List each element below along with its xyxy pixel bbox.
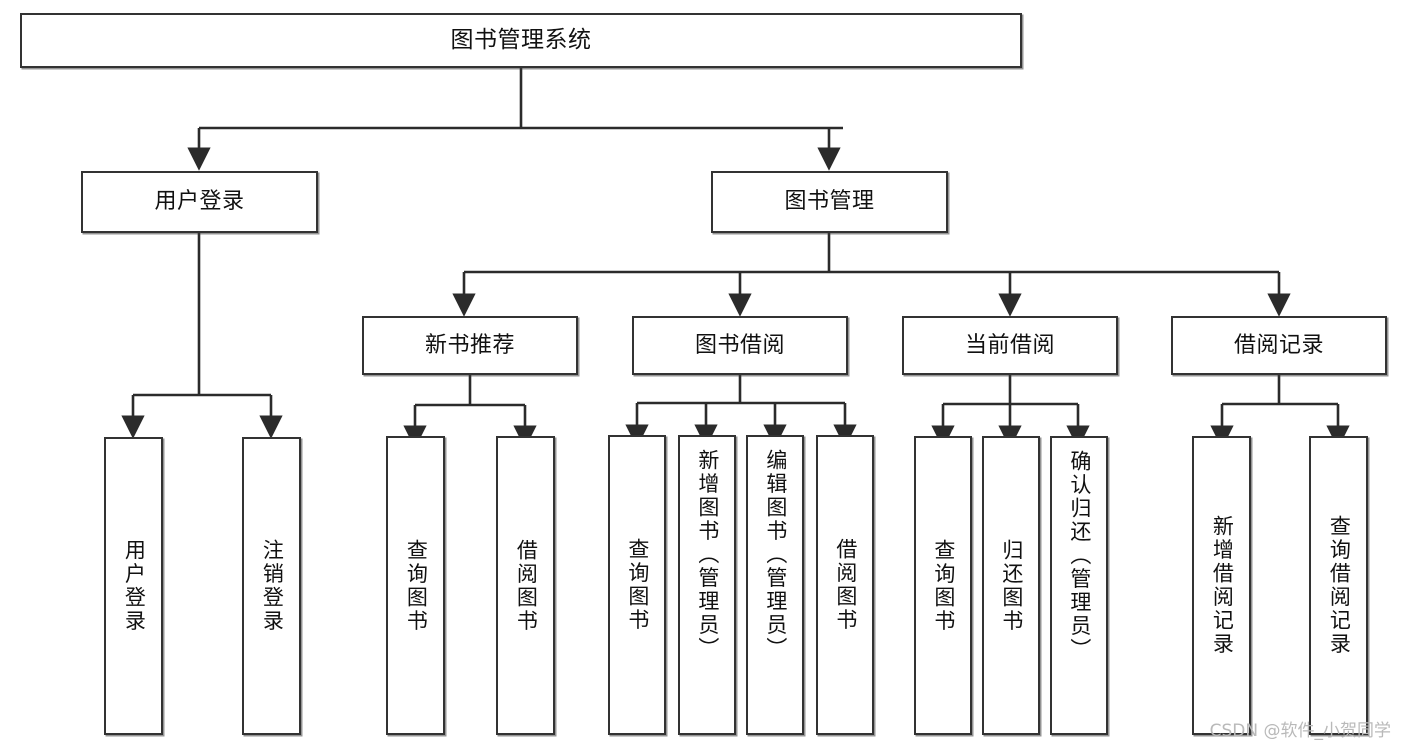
node-current-borrow[interactable]: 当前借阅 xyxy=(902,316,1118,375)
node-leaf-add-book-admin-label: 新增图书（管理员） xyxy=(695,449,720,661)
node-borrow-record-label: 借阅记录 xyxy=(1233,332,1324,358)
node-leaf-borrow-book-2[interactable]: 借阅图书 xyxy=(816,435,874,735)
node-leaf-query-book-2-label: 查询图书 xyxy=(625,538,650,632)
node-leaf-borrow-book-2-label: 借阅图书 xyxy=(833,538,858,632)
node-leaf-borrow-book-1-label: 借阅图书 xyxy=(514,538,539,633)
node-leaf-query-book-1[interactable]: 查询图书 xyxy=(386,436,445,735)
node-new-book-recommend[interactable]: 新书推荐 xyxy=(362,316,578,375)
node-leaf-add-borrow-record[interactable]: 新增借阅记录 xyxy=(1192,436,1251,735)
node-leaf-logout-login-label: 注销登录 xyxy=(260,539,285,633)
node-leaf-confirm-return-admin-label: 确认归还（管理员） xyxy=(1067,450,1092,662)
node-current-borrow-label: 当前借阅 xyxy=(964,332,1055,358)
node-leaf-query-borrow-record[interactable]: 查询借阅记录 xyxy=(1309,436,1368,735)
node-leaf-user-login[interactable]: 用户登录 xyxy=(104,437,163,735)
node-borrow-record[interactable]: 借阅记录 xyxy=(1171,316,1387,375)
node-leaf-edit-book-admin[interactable]: 编辑图书（管理员） xyxy=(746,435,804,735)
node-new-book-recommend-label: 新书推荐 xyxy=(424,332,515,358)
node-root-label: 图书管理系统 xyxy=(450,26,592,53)
node-leaf-borrow-book-1[interactable]: 借阅图书 xyxy=(496,436,555,735)
node-leaf-edit-book-admin-label: 编辑图书（管理员） xyxy=(763,449,788,661)
node-leaf-user-login-label: 用户登录 xyxy=(122,539,147,633)
node-leaf-confirm-return-admin[interactable]: 确认归还（管理员） xyxy=(1050,436,1108,735)
node-book-borrow[interactable]: 图书借阅 xyxy=(632,316,848,375)
node-leaf-query-book-3[interactable]: 查询图书 xyxy=(914,436,972,735)
node-user-login-label: 用户登录 xyxy=(154,189,245,215)
node-leaf-add-book-admin[interactable]: 新增图书（管理员） xyxy=(678,435,736,735)
node-leaf-add-borrow-record-label: 新增借阅记录 xyxy=(1210,515,1235,656)
node-root[interactable]: 图书管理系统 xyxy=(20,13,1022,68)
node-book-management[interactable]: 图书管理 xyxy=(711,171,948,233)
node-leaf-query-book-1-label: 查询图书 xyxy=(404,538,429,633)
node-leaf-return-book[interactable]: 归还图书 xyxy=(982,436,1040,735)
node-leaf-query-borrow-record-label: 查询借阅记录 xyxy=(1327,515,1352,656)
node-book-management-label: 图书管理 xyxy=(784,189,875,215)
node-user-login[interactable]: 用户登录 xyxy=(81,171,318,233)
node-leaf-return-book-label: 归还图书 xyxy=(999,538,1024,633)
node-leaf-logout-login[interactable]: 注销登录 xyxy=(242,437,301,735)
node-book-borrow-label: 图书借阅 xyxy=(694,332,785,358)
node-leaf-query-book-2[interactable]: 查询图书 xyxy=(608,435,666,735)
node-leaf-query-book-3-label: 查询图书 xyxy=(931,538,956,633)
